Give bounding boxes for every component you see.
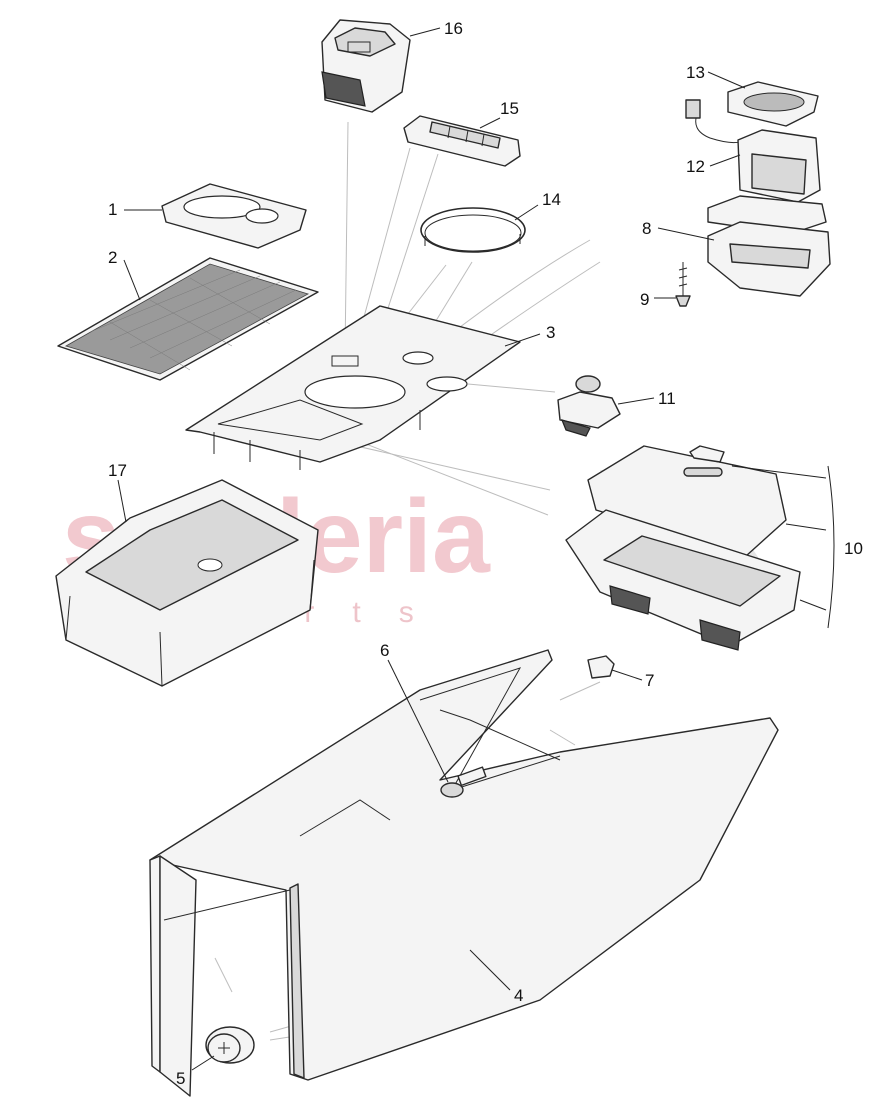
part-15-switch-strip — [403, 115, 521, 167]
callout-10: 10 — [844, 539, 863, 558]
part-14-trim-ring — [420, 207, 526, 253]
part-12-module-frame — [707, 129, 827, 235]
callout-15: 15 — [500, 99, 519, 118]
callout-16: 16 — [444, 19, 463, 38]
callout-leader-lines — [117, 27, 835, 1071]
callout-11: 11 — [658, 389, 676, 408]
callout-7: 7 — [645, 671, 654, 690]
callout-1: 1 — [108, 200, 117, 219]
part-6-bolt — [440, 766, 487, 798]
callout-12: 12 — [686, 157, 705, 176]
part-9-screw — [675, 262, 691, 307]
part-10-armrest-compartment — [565, 445, 801, 651]
callout-2: 2 — [108, 248, 117, 267]
callout-9: 9 — [640, 290, 649, 309]
callout-17: 17 — [108, 461, 127, 480]
callout-13: 13 — [686, 63, 705, 82]
part-2-rubber-mat — [57, 257, 319, 381]
part-1-cup-holder-insert — [161, 183, 307, 249]
part-4-console-body — [149, 649, 779, 1097]
callout-labels: 1 2 3 4 5 6 7 8 9 10 11 12 13 14 15 16 1… — [108, 19, 863, 1088]
callout-14: 14 — [542, 190, 561, 209]
part-17-storage-tray — [55, 479, 319, 687]
part-5-plug — [205, 1026, 255, 1064]
part-16-selector-module — [321, 19, 411, 113]
callout-8: 8 — [642, 219, 651, 238]
part-3-top-panel — [185, 305, 521, 470]
part-11-control-knob — [557, 375, 621, 437]
callout-5: 5 — [176, 1069, 185, 1088]
callout-4: 4 — [514, 986, 523, 1005]
part-8-module-housing — [707, 221, 831, 297]
callout-3: 3 — [546, 323, 555, 342]
part-7-clip — [587, 655, 615, 679]
part-13-speaker-cover — [685, 81, 819, 144]
callout-6: 6 — [380, 641, 389, 660]
